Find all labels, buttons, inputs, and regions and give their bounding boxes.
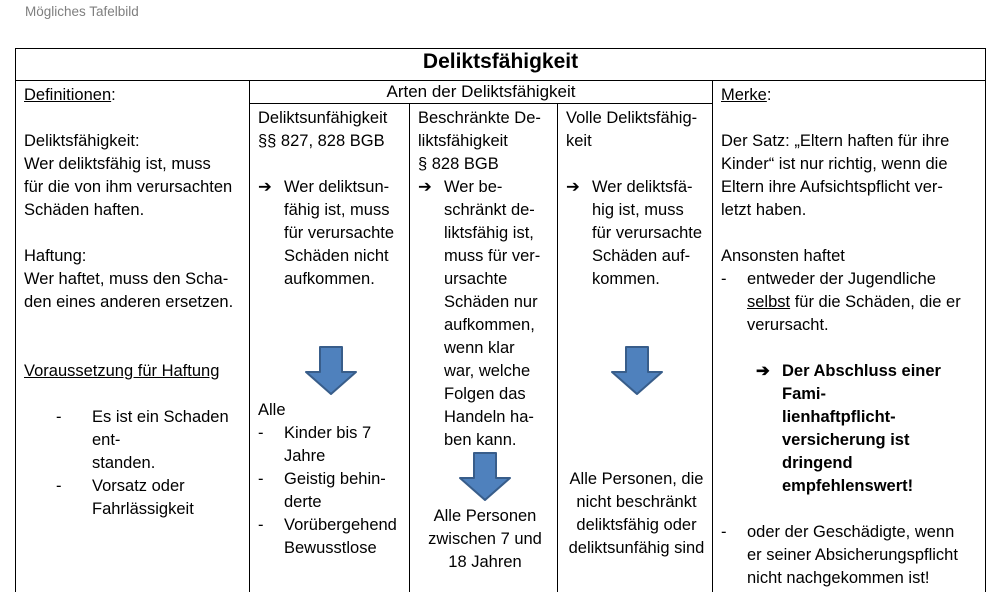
volle-group-text: Alle Personen, die nicht beschränkt deli… <box>568 469 705 557</box>
list-item-text: Es ist ein Schaden ent- standen. <box>92 408 229 472</box>
voraussetzung-subheading: Voraussetzung für Haftung <box>24 362 220 380</box>
arrow-bullet-icon: ➔ <box>258 177 272 196</box>
voraussetzung-list: - Es ist ein Schaden ent- standen. - Vor… <box>24 406 244 521</box>
list-item: - Es ist ein Schaden ent- standen. <box>56 406 244 475</box>
beschraenkt-arrow-text: Wer be- schränkt de- liktsfähig ist, mus… <box>444 177 541 449</box>
definitionen-heading-colon: : <box>111 86 116 104</box>
list-item-text: Vorsatz oder Fahrlässigkeit <box>92 477 194 518</box>
table-title: Deliktsfähigkeit <box>14 48 987 81</box>
merke-heading: Merke: <box>721 84 980 107</box>
merke-para-ansonsten: Ansonsten haftet <box>721 247 845 265</box>
unfaehigkeit-heading: Deliktsunfähigkeit §§ 827, 828 BGB <box>258 108 388 150</box>
merke-para-satz: Der Satz: „Eltern haften für ihre Kinder… <box>721 132 950 219</box>
cell-merke: Merke: Der Satz: „Eltern haften für ihre… <box>711 80 987 592</box>
cell-volle-deliktsfaehigkeit: Volle Deliktsfähig- keit ➔ Wer deliktsfä… <box>557 102 713 592</box>
list-item: - oder der Geschädigte, wenn er seiner A… <box>721 521 980 590</box>
arten-header: Arten der Deliktsfähigkeit <box>249 80 713 104</box>
list-item: - Kinder bis 7 Jahre <box>258 422 404 468</box>
beschraenkt-heading: Beschränkte De- liktsfähigkeit § 828 BGB <box>418 108 541 173</box>
list-item-text: entweder der Jugendliche selbst für die … <box>747 268 961 337</box>
volle-arrow-text: Wer deliktsfä- hig ist, muss für verursa… <box>592 177 703 288</box>
list-item-text: Kinder bis 7 Jahre <box>284 423 372 465</box>
cell-beschraenkte-deliktsfaehigkeit: Beschränkte De- liktsfähigkeit § 828 BGB… <box>409 102 558 592</box>
hyphen-bullet-icon: - <box>721 270 727 288</box>
merke-arrow-text: Der Abschluss einer Fami- lienhaftpflich… <box>782 362 941 495</box>
list-item: - Vorsatz oder Fahrlässigkeit <box>56 475 244 521</box>
cell-definitionen: Definitionen: Deliktsfähigkeit: Wer deli… <box>15 80 250 592</box>
merke-arrow-note: ➔ Der Abschluss einer Fami- lienhaftpfli… <box>756 360 980 498</box>
down-arrow-icon <box>418 451 552 502</box>
item1-post: für die Schäden, die er verursacht. <box>747 293 961 334</box>
hyphen-bullet-icon: - <box>258 469 264 488</box>
unfaehigkeit-arrow-note: ➔ Wer deliktsun- fähig ist, muss für ver… <box>258 176 404 291</box>
unfaehigkeit-arrow-text: Wer deliktsun- fähig ist, muss für verur… <box>284 177 395 288</box>
unfaehigkeit-group-label: Alle <box>258 400 286 419</box>
hyphen-bullet-icon: - <box>721 523 727 541</box>
definitionen-heading: Definitionen: <box>24 84 244 107</box>
hyphen-bullet-icon: - <box>56 408 62 426</box>
item1-underlined-word: selbst <box>747 293 791 311</box>
definitionen-para-deliktsfaehigkeit: Deliktsfähigkeit: Wer deliktsfähig ist, … <box>24 132 233 219</box>
down-arrow-icon <box>566 345 707 396</box>
list-item-text: Geistig behin- derte <box>284 469 386 511</box>
unfaehigkeit-list: - Kinder bis 7 Jahre - Geistig behin- de… <box>258 422 404 560</box>
page-label: Mögliches Tafelbild <box>25 4 139 19</box>
definitionen-para-haftung: Haftung: Wer haftet, muss den Scha- den … <box>24 247 234 311</box>
down-arrow-icon <box>258 345 404 396</box>
list-item: - entweder der Jugendliche selbst für di… <box>721 268 980 337</box>
arrow-bullet-icon: ➔ <box>418 177 432 196</box>
volle-heading: Volle Deliktsfähig- keit <box>566 108 698 150</box>
item1-pre: entweder der Jugendliche <box>747 270 936 288</box>
hyphen-bullet-icon: - <box>56 477 62 495</box>
cell-deliktsunfaehigkeit: Deliktsunfähigkeit §§ 827, 828 BGB ➔ Wer… <box>249 102 410 592</box>
merke-heading-text: Merke <box>721 86 767 104</box>
definitionen-heading-text: Definitionen <box>24 86 112 104</box>
arrow-bullet-icon: ➔ <box>566 177 580 196</box>
beschraenkt-group-text: Alle Personen zwischen 7 und 18 Jahren <box>428 506 542 571</box>
volle-arrow-note: ➔ Wer deliktsfä- hig ist, muss für verur… <box>566 176 707 291</box>
list-item-text: Vorübergehend Bewusstlose <box>284 515 397 557</box>
arrow-bullet-icon: ➔ <box>756 362 770 380</box>
beschraenkt-arrow-note: ➔ Wer be- schränkt de- liktsfähig ist, m… <box>418 176 552 452</box>
tafelbild-table: Deliktsfähigkeit Definitionen: Deliktsfä… <box>14 48 987 592</box>
merke-heading-colon: : <box>766 86 772 104</box>
list-item: - Geistig behin- derte <box>258 468 404 514</box>
list-item: - Vorübergehend Bewusstlose <box>258 514 404 560</box>
list-item-text: oder der Geschädigte, wenn er seiner Abs… <box>747 523 958 587</box>
hyphen-bullet-icon: - <box>258 423 264 442</box>
hyphen-bullet-icon: - <box>258 515 264 534</box>
